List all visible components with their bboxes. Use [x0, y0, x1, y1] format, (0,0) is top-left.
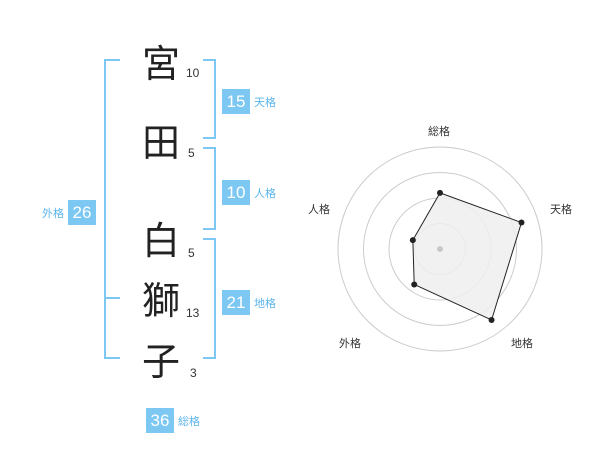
name-char-3: 白: [142, 219, 181, 263]
name-char-1: 宮: [142, 42, 181, 86]
radar-axis-label-0: 総格: [428, 125, 450, 138]
name-char-2: 田: [142, 121, 181, 165]
radar-ring-3: [363, 172, 517, 326]
stroke-count-4: 13: [186, 306, 200, 320]
gaikaku-value: 26: [68, 200, 96, 225]
jinkaku-label: 人格: [254, 186, 276, 200]
radar-axis-label-4: 人格: [308, 203, 330, 216]
radar-point-0: [437, 189, 443, 196]
radar-series-polygon: [412, 192, 523, 321]
radar-axis-label-1: 天格: [550, 203, 572, 216]
radar-ring-4: [337, 146, 543, 352]
name-char-4: 獅: [142, 279, 181, 323]
radar-center-point: [437, 246, 443, 252]
chikaku-label: 地格: [254, 296, 276, 310]
radar-point-1: [518, 219, 525, 226]
name-char-5: 子: [142, 340, 181, 384]
stroke-count-5: 3: [190, 366, 197, 380]
radar-point-4: [409, 237, 416, 244]
gaikaku-label: 外格: [42, 206, 64, 220]
tenkaku-badge: 15 天格: [222, 89, 280, 114]
tenkaku-label: 天格: [254, 95, 276, 109]
stroke-count-1: 10: [186, 66, 200, 80]
jinkaku-badge: 10 人格: [222, 180, 280, 205]
chikaku-value: 21: [222, 290, 250, 315]
soukaku-badge: 36 総格: [146, 408, 204, 433]
radar-axis-label-2: 地格: [511, 337, 533, 350]
jinkaku-bracket: [203, 147, 216, 230]
gaikaku-bracket: [104, 59, 120, 359]
soukaku-value: 36: [146, 408, 174, 433]
radar-point-3: [411, 281, 418, 288]
tenkaku-bracket: [203, 59, 216, 139]
soukaku-label: 総格: [178, 414, 200, 428]
stroke-count-3: 5: [188, 246, 195, 260]
stroke-count-2: 5: [188, 146, 195, 160]
jinkaku-value: 10: [222, 180, 250, 205]
gaikaku-badge: 外格 26: [38, 200, 96, 225]
chikaku-bracket: [203, 238, 216, 359]
radar-point-2: [488, 316, 495, 323]
tenkaku-value: 15: [222, 89, 250, 114]
chikaku-badge: 21 地格: [222, 290, 280, 315]
radar-axis-label-3: 外格: [339, 337, 361, 350]
